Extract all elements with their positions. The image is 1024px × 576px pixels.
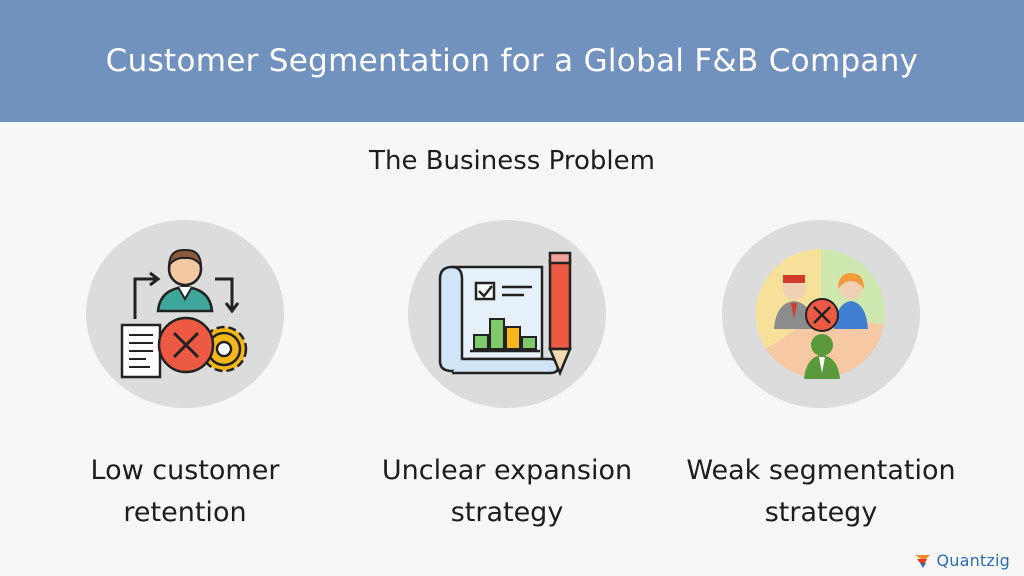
segmentation-pie-icon bbox=[755, 248, 885, 379]
caption-line-1: Low customer bbox=[90, 455, 280, 486]
caption-line-1: Weak segmentation bbox=[686, 455, 956, 486]
problem-card-expansion: Unclear expansion strategy bbox=[357, 220, 657, 534]
problem-caption: Low customer retention bbox=[35, 450, 335, 534]
customer-retention-icon bbox=[120, 248, 248, 379]
caption-line-2: strategy bbox=[450, 497, 564, 528]
header-banner: Customer Segmentation for a Global F&B C… bbox=[0, 0, 1024, 122]
caption-line-2: retention bbox=[123, 497, 247, 528]
icon-circle bbox=[722, 220, 920, 408]
problem-card-retention: Low customer retention bbox=[35, 220, 335, 534]
quantzig-logo-icon bbox=[915, 554, 931, 568]
icon-circle bbox=[86, 220, 284, 408]
logo-text: Quantzig bbox=[936, 551, 1010, 570]
icon-circle bbox=[408, 220, 606, 408]
quantzig-logo: Quantzig bbox=[914, 551, 1010, 570]
page-title: Customer Segmentation for a Global F&B C… bbox=[105, 43, 919, 79]
problem-caption: Weak segmentation strategy bbox=[671, 450, 971, 534]
blueprint-strategy-icon bbox=[438, 251, 572, 377]
problem-card-segmentation: Weak segmentation strategy bbox=[671, 220, 971, 534]
caption-line-1: Unclear expansion bbox=[381, 455, 633, 486]
section-subtitle: The Business Problem bbox=[369, 146, 655, 176]
problem-caption: Unclear expansion strategy bbox=[357, 450, 657, 534]
caption-line-2: strategy bbox=[764, 497, 878, 528]
